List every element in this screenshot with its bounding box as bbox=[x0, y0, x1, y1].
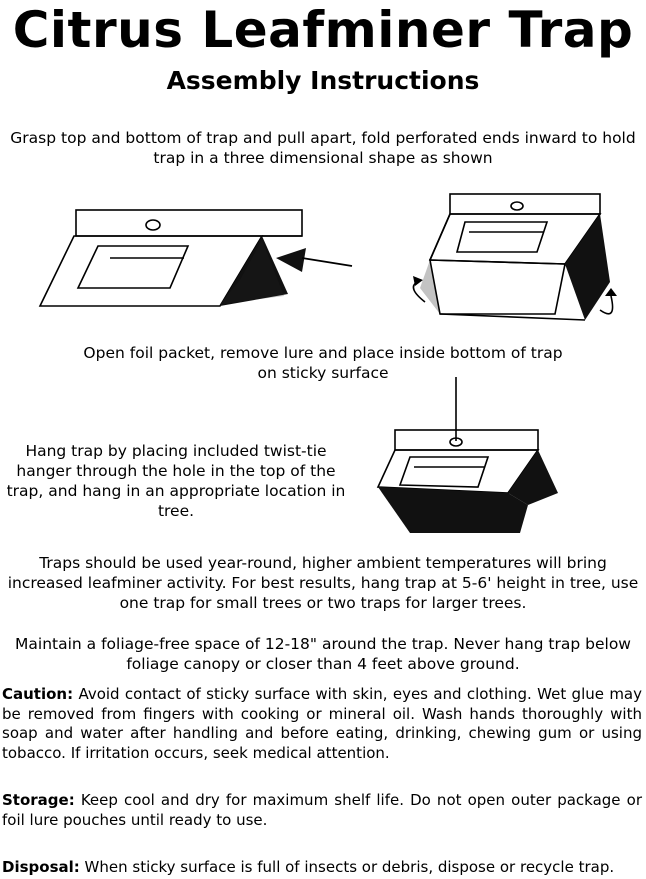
folded-side-panel bbox=[565, 214, 610, 320]
trap-end-piece bbox=[220, 240, 284, 304]
trap-right-panel bbox=[508, 450, 558, 505]
spacing-text: Maintain a foliage-free space of 12-18" … bbox=[15, 635, 631, 673]
caution-text: Avoid contact of sticky surface with ski… bbox=[2, 685, 642, 762]
hanging-trap-illustration bbox=[376, 377, 558, 533]
curl-arrow-right bbox=[599, 295, 614, 315]
caution-label: Caution: bbox=[2, 685, 74, 703]
storage-section: Storage: Keep cool and dry for maximum s… bbox=[2, 791, 642, 830]
step-2-text: Open foil packet, remove lure and place … bbox=[83, 344, 563, 382]
caution-section: Caution: Avoid contact of sticky surface… bbox=[2, 685, 642, 763]
usage-text: Traps should be used year-round, higher … bbox=[7, 554, 639, 612]
step-3-text: Hang trap by placing included twist-tie … bbox=[6, 442, 346, 520]
fold-arrow-head bbox=[276, 248, 306, 272]
trap-bottom-panel bbox=[378, 487, 528, 533]
document-subtitle: Assembly Instructions bbox=[166, 66, 480, 95]
disposal-text: When sticky surface is full of insects o… bbox=[79, 858, 615, 876]
storage-label: Storage: bbox=[2, 791, 75, 809]
folded-trap-illustration bbox=[412, 193, 617, 321]
flat-trap-illustration bbox=[38, 209, 353, 307]
disposal-label: Disposal: bbox=[2, 858, 80, 876]
trap-end-flap bbox=[220, 236, 288, 306]
disposal-section: Disposal: When sticky surface is full of… bbox=[2, 858, 642, 878]
step-1-text: Grasp top and bottom of trap and pull ap… bbox=[10, 129, 636, 167]
folded-left-panel bbox=[420, 260, 440, 314]
document-title: Citrus Leafminer Trap bbox=[12, 1, 634, 59]
storage-text: Keep cool and dry for maximum shelf life… bbox=[2, 791, 642, 829]
